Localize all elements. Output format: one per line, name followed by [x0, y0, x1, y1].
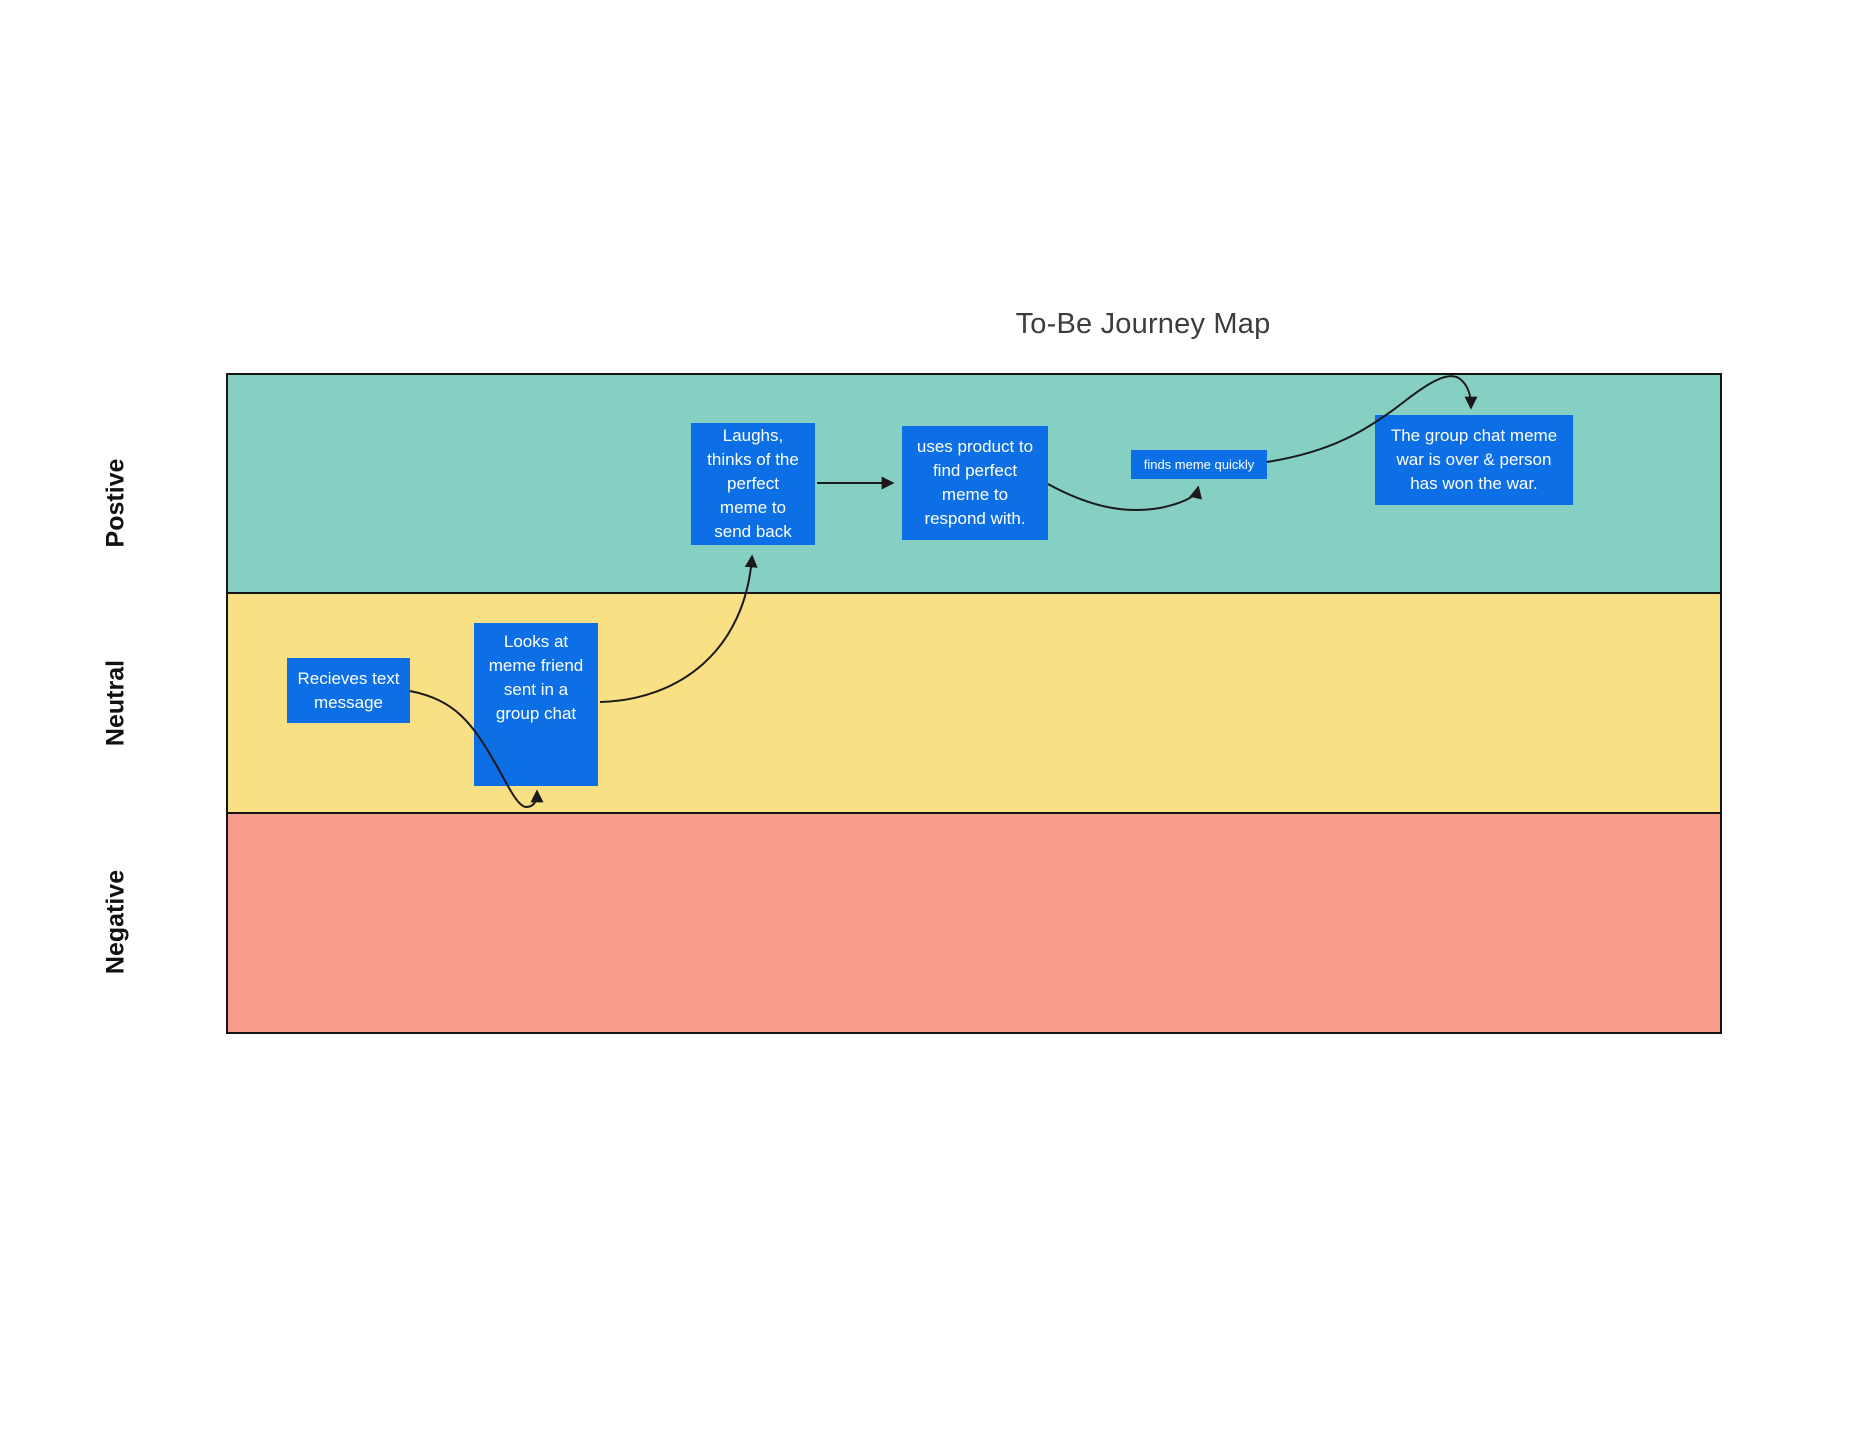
band-label-negative: Negative [101, 869, 130, 975]
node-group-chat-war-won[interactable]: The group chat meme war is over & person… [1375, 415, 1573, 505]
node-receives-text-message[interactable]: Recieves text message [287, 658, 410, 723]
node-laughs-thinks-perfect-meme[interactable]: Laughs, thinks of the perfect meme to se… [691, 423, 815, 545]
band-label-positive: Postive [101, 458, 130, 548]
node-finds-meme-quickly[interactable]: finds meme quickly [1131, 450, 1267, 479]
band-negative[interactable] [228, 814, 1720, 1032]
node-uses-product[interactable]: uses product to find perfect meme to res… [902, 426, 1048, 540]
diagram-title[interactable]: To-Be Journey Map [1015, 308, 1271, 340]
band-label-neutral: Neutral [101, 659, 130, 747]
band-neutral[interactable] [228, 594, 1720, 814]
node-looks-at-meme[interactable]: Looks at meme friend sent in a group cha… [474, 623, 598, 786]
